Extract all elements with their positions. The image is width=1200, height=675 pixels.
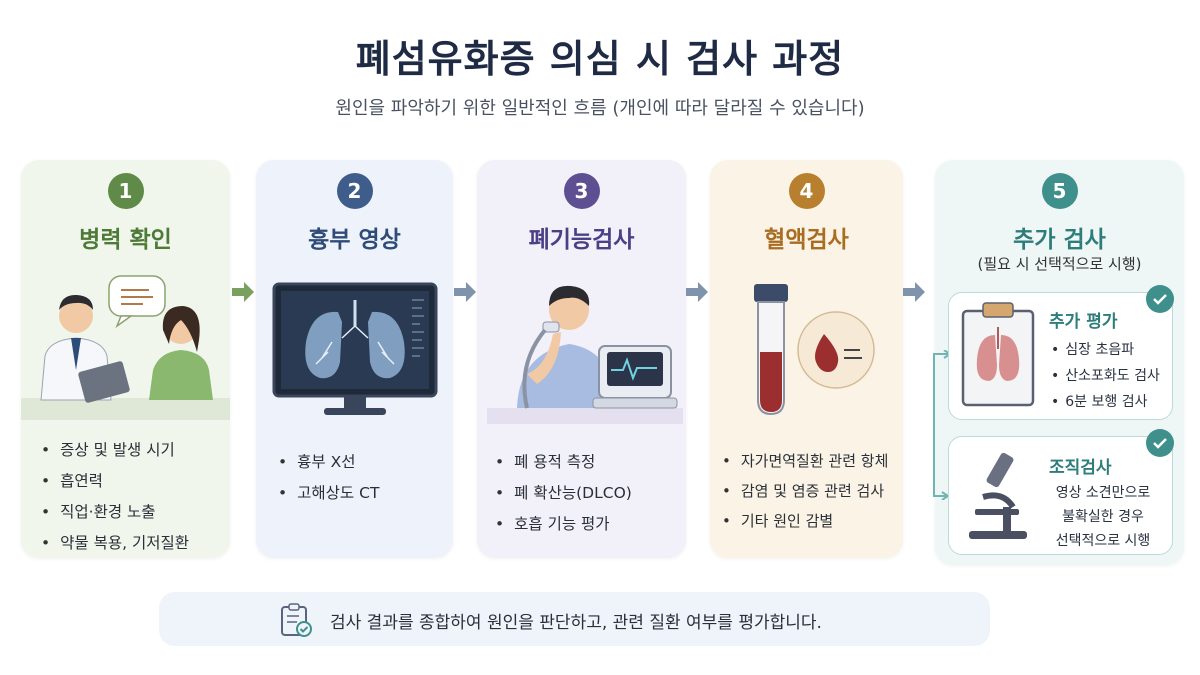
extra-evaluation-title: 추가 평가 [1049, 312, 1118, 332]
list-item: 6분 보행 검사 [1051, 391, 1160, 411]
step-number-badge: 1 [107, 173, 144, 209]
biopsy-line: 영상 소견만으로 [1055, 485, 1151, 501]
page-subtitle: 원인을 파악하기 위한 일반적인 흐름 (개인에 따라 달라질 수 있습니다) [335, 98, 865, 119]
arrow-right-icon [903, 282, 925, 302]
list-item: 흉부 X선 [278, 450, 379, 472]
step-title: 흉부 영상 [308, 227, 401, 253]
step-number-badge: 3 [563, 173, 600, 209]
list-item: 호흡 기능 평가 [495, 512, 632, 534]
list-item: 폐 용적 측정 [495, 450, 632, 472]
biopsy-line: 선택적으로 시행 [1055, 533, 1151, 549]
blood-tube-icon [754, 284, 875, 416]
extra-evaluation-box: 추가 평가 심장 초음파 산소포화도 검사 6분 보행 검사 [948, 285, 1174, 420]
step-number-badge: 2 [336, 173, 373, 209]
list-item: 고해상도 CT [278, 481, 379, 503]
clipboard-lung-icon [961, 302, 1035, 407]
list-item: 기타 원인 감별 [722, 510, 888, 531]
biopsy-title: 조직검사 [1049, 458, 1112, 478]
list-item: 폐 확산능(DLCO) [495, 481, 632, 503]
step-title: 폐기능검사 [528, 227, 635, 253]
doctor-patient-icon [21, 275, 230, 420]
step-title: 병력 확인 [79, 227, 172, 253]
biopsy-description: 영상 소견만으로 불확실한 경우 선택적으로 시행 [1044, 481, 1162, 553]
step-card-blood-test: 4 혈액검사 자가면역질환 관련 항체 감염 및 염증 관련 검사 기타 원인 … [710, 160, 903, 558]
step-title: 추가 검사 [1013, 227, 1106, 253]
list-item: 증상 및 발생 시기 [41, 438, 189, 460]
check-icon [1146, 285, 1174, 313]
page-title: 폐섬유화증 의심 시 검사 과정 [355, 37, 845, 81]
monitor-lung-ct-icon [272, 282, 438, 415]
list-item: 감염 및 염증 관련 검사 [722, 480, 888, 501]
arrow-right-icon [454, 282, 476, 302]
list-item: 심장 초음파 [1051, 339, 1160, 359]
summary-footer: 검사 결과를 종합하여 원인을 판단하고, 관련 질환 여부를 평가합니다. [159, 592, 990, 646]
biopsy-line: 불확실한 경우 [1062, 509, 1144, 525]
step-title: 혈액검사 [764, 227, 849, 253]
list-item: 흡연력 [41, 469, 189, 491]
step-card-history: 1 병력 확인 증상 및 발생 시기 흡연력 직업·환경 노출 약물 복용, 기… [21, 160, 230, 558]
biopsy-box: 조직검사 영상 소견만으로 불확실한 경우 선택적으로 시행 [948, 429, 1174, 555]
step-card-imaging: 2 흉부 영상 흉부 X선 고해상도 CT [256, 160, 453, 558]
checklist-clipboard-icon [281, 603, 312, 637]
check-icon [1146, 429, 1174, 457]
arrow-right-icon [686, 282, 708, 302]
footer-text: 검사 결과를 종합하여 원인을 판단하고, 관련 질환 여부를 평가합니다. [330, 613, 822, 633]
spirometry-icon [487, 285, 683, 424]
list-item: 직업·환경 노출 [41, 500, 189, 522]
list-item: 자가면역질환 관련 항체 [722, 450, 889, 471]
step-number-badge: 5 [1041, 173, 1078, 209]
microscope-icon [969, 452, 1027, 539]
arrow-right-icon [232, 282, 254, 302]
list-item: 산소포화도 검사 [1051, 365, 1160, 385]
step-card-pulmonary-function: 3 폐기능검사 폐 용적 측정 폐 확산능(DLCO) 호흡 기능 평가 [477, 160, 686, 558]
list-item: 약물 복용, 기저질환 [41, 531, 189, 553]
step-number-badge: 4 [788, 173, 825, 209]
step-subtitle: (필요 시 선택적으로 시행) [977, 255, 1142, 273]
